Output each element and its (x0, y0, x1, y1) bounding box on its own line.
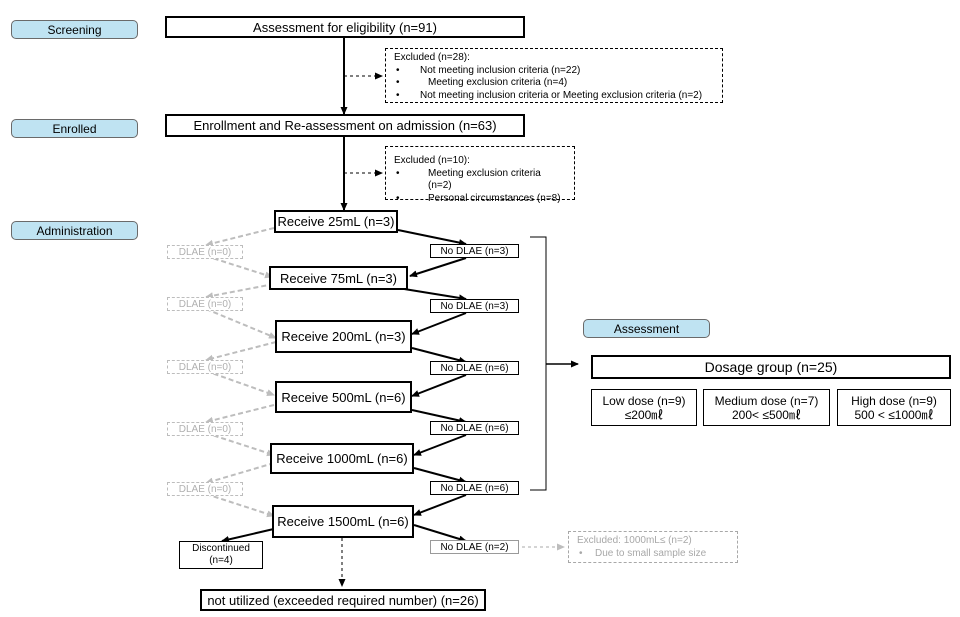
excluded-1-item: Not meeting inclusion criteria or Meetin… (394, 90, 714, 103)
dlae-box: DLAE (n=0) (167, 245, 243, 259)
enrollment-box: Enrollment and Re-assessment on admissio… (165, 114, 525, 137)
excluded-box-1: Excluded (n=28): Not meeting inclusion c… (385, 48, 723, 103)
dlae-box: DLAE (n=0) (167, 297, 243, 311)
dlae-box: DLAE (n=0) (167, 422, 243, 436)
group-high-range: 500 < ≤1000㎖ (854, 407, 934, 422)
arrow-200-to-nodlae (411, 347, 467, 364)
group-low-name: Low dose (n=9) (602, 393, 686, 408)
arrow-nodlae-to-1500 (413, 494, 467, 516)
group-high-name: High dose (n=9) (851, 393, 937, 408)
dlae-box: DLAE (n=0) (167, 482, 243, 496)
arrow-nodlae-to-500 (411, 374, 467, 397)
discontinued-count: (n=4) (209, 555, 233, 566)
group-medium-name: Medium dose (n=7) (714, 393, 819, 408)
dose-box-500ml: Receive 500mL (n=6) (275, 381, 412, 413)
arrow-25-to-nodlae (397, 229, 467, 247)
excluded-3-title: Excluded: 1000mL≤ (n=2) (577, 535, 692, 546)
group-low-range: ≤200㎖ (624, 407, 664, 422)
not-utilized-box: not utilized (exceeded required number) … (200, 589, 486, 611)
excluded-2-title: Excluded (n=10): (394, 155, 470, 166)
no-dlae-box: No DLAE (n=3) (430, 244, 519, 258)
stage-enrolled: Enrolled (11, 119, 138, 138)
group-medium-range: 200< ≤500㎖ (732, 407, 801, 422)
discontinued-box: Discontinued (n=4) (179, 541, 263, 569)
dose-box-200ml: Receive 200mL (n=3) (275, 320, 412, 353)
arrow-500-to-nodlae (411, 409, 467, 424)
excluded-2-item: Personal circumstances (n=8) (394, 193, 566, 206)
stage-screening: Screening (11, 20, 138, 39)
group-low-dose: Low dose (n=9) ≤200㎖ (591, 389, 697, 426)
stage-administration: Administration (11, 221, 138, 240)
dose-box-75ml: Receive 75mL (n=3) (269, 266, 408, 290)
group-medium-dose: Medium dose (n=7) 200< ≤500㎖ (703, 389, 830, 426)
dose-box-1000ml: Receive 1000mL (n=6) (270, 443, 414, 474)
group-high-dose: High dose (n=9) 500 < ≤1000㎖ (837, 389, 951, 426)
excluded-1-title: Excluded (n=28): (394, 52, 470, 63)
arrow-nodlae-to-1000 (413, 434, 467, 456)
excluded-box-3: Excluded: 1000mL≤ (n=2) Due to small sam… (568, 531, 738, 563)
dose-box-25ml: Receive 25mL (n=3) (274, 210, 398, 233)
arrow-1000-to-nodlae (413, 467, 467, 484)
arrow-nodlae-to-200 (411, 312, 467, 335)
no-dlae-box: No DLAE (n=2) (430, 540, 519, 554)
no-dlae-box: No DLAE (n=6) (430, 481, 519, 495)
dose-box-1500ml: Receive 1500mL (n=6) (272, 505, 414, 538)
discontinued-label: Discontinued (192, 543, 250, 554)
excluded-1-item: Meeting exclusion criteria (n=4) (394, 77, 714, 90)
dlae-box: DLAE (n=0) (167, 360, 243, 374)
arrow-75-to-nodlae (397, 287, 467, 302)
excluded-1-item: Not meeting inclusion criteria (n=22) (394, 65, 714, 78)
no-dlae-box: No DLAE (n=6) (430, 421, 519, 435)
arrow-nodlae-to-75 (409, 257, 467, 278)
arrow-1500-to-nodlae (413, 524, 467, 543)
no-dlae-box: No DLAE (n=3) (430, 299, 519, 313)
excluded-box-2: Excluded (n=10): Meeting exclusion crite… (385, 146, 575, 205)
dosage-group-title: Dosage group (n=25) (591, 355, 951, 379)
excluded-3-item: Due to small sample size (577, 548, 729, 561)
stage-assessment: Assessment (583, 319, 710, 338)
excluded-2-item: Meeting exclusion criteria (n=2) (394, 168, 566, 193)
eligibility-box: Assessment for eligibility (n=91) (165, 16, 525, 38)
no-dlae-box: No DLAE (n=6) (430, 361, 519, 375)
group-bracket (530, 236, 547, 491)
